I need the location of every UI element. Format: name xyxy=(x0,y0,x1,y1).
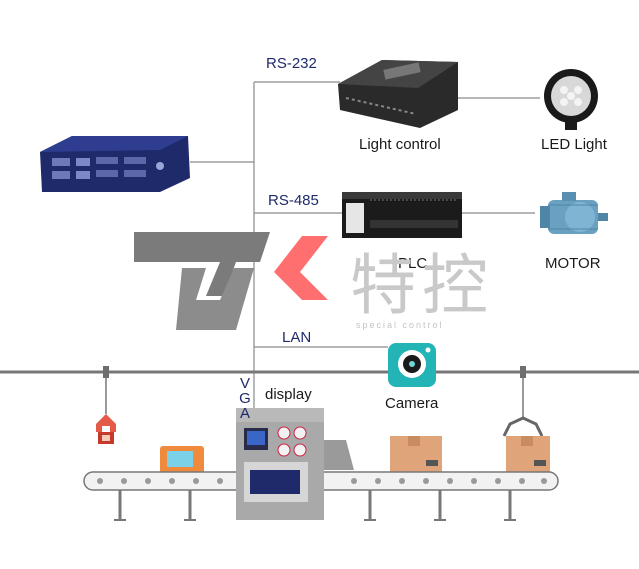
watermark-english-text: special control xyxy=(356,320,444,330)
right-gripper-icon xyxy=(502,366,544,437)
watermark-chinese-text: 特控 xyxy=(350,247,494,324)
light-control-label: Light control xyxy=(359,136,441,153)
plc-icon xyxy=(342,192,462,238)
industrial-pc-icon xyxy=(40,136,190,192)
cardboard-box-icon xyxy=(506,436,550,472)
led-light-icon xyxy=(544,69,598,130)
camera-icon xyxy=(388,343,436,387)
orange-device-icon xyxy=(160,446,204,474)
vga-letter: G xyxy=(239,390,251,407)
led-light-label: LED Light xyxy=(541,136,607,153)
vga-letter: V xyxy=(239,375,250,392)
motor-label: MOTOR xyxy=(545,255,601,272)
vga-label: V G A xyxy=(238,376,252,421)
rs232-label: RS-232 xyxy=(266,55,317,72)
left-gripper-icon xyxy=(96,366,116,444)
inspection-machine-icon xyxy=(236,408,354,520)
light-controller-icon xyxy=(338,60,458,128)
display-label: display xyxy=(265,386,312,403)
watermark-logo xyxy=(134,232,328,330)
motor-icon xyxy=(540,192,608,234)
cardboard-box-icon xyxy=(390,436,442,472)
rs485-label: RS-485 xyxy=(268,192,319,209)
lan-label: LAN xyxy=(282,329,312,346)
plc-label: PLC xyxy=(398,255,428,272)
camera-label: Camera xyxy=(385,395,439,412)
vga-letter: A xyxy=(239,405,250,422)
